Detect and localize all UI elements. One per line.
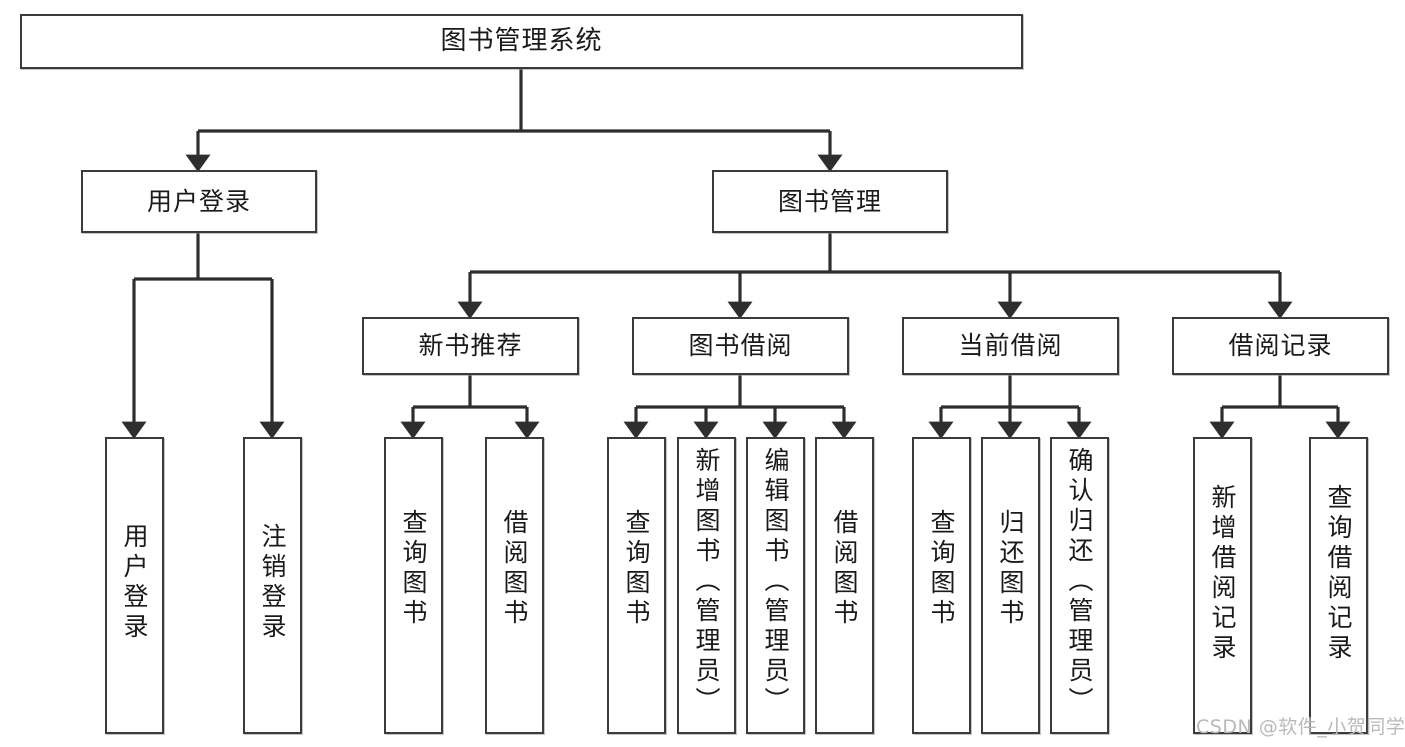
node-label: 查询图书 xyxy=(399,509,428,629)
node-leaf-query-book-2[interactable]: 查询图书 xyxy=(607,437,666,734)
node-label: 借阅图书 xyxy=(500,509,529,629)
node-leaf-query-book-3[interactable]: 查询图书 xyxy=(912,437,971,734)
node-current-borrow[interactable]: 当前借阅 xyxy=(902,317,1119,375)
node-leaf-logout[interactable]: 注销登录 xyxy=(243,437,302,734)
node-leaf-edit-book[interactable]: 编辑图书（管理员） xyxy=(746,437,805,734)
node-label: 借阅图书 xyxy=(830,509,859,629)
node-leaf-query-book-1[interactable]: 查询图书 xyxy=(384,437,443,734)
node-label: 归还图书 xyxy=(996,509,1025,629)
node-label: 用户登录 xyxy=(120,523,149,643)
node-leaf-borrow-book-1[interactable]: 借阅图书 xyxy=(485,437,544,734)
node-label: 查询图书 xyxy=(622,509,651,629)
node-label: 借阅记录 xyxy=(1228,331,1333,361)
node-label: 编辑图书（管理员） xyxy=(761,447,790,717)
node-label: 新增图书（管理员） xyxy=(692,447,721,717)
node-borrow-record[interactable]: 借阅记录 xyxy=(1172,317,1389,375)
node-label: 查询借阅记录 xyxy=(1324,484,1353,664)
node-root[interactable]: 图书管理系统 xyxy=(20,14,1023,69)
node-label: 注销登录 xyxy=(258,523,287,643)
node-leaf-add-record[interactable]: 新增借阅记录 xyxy=(1193,437,1252,734)
node-label: 用户登录 xyxy=(146,186,251,216)
node-leaf-confirm-return[interactable]: 确认归还（管理员） xyxy=(1050,437,1109,734)
node-leaf-return-book[interactable]: 归还图书 xyxy=(981,437,1040,734)
node-label: 图书借阅 xyxy=(688,331,793,361)
node-user-login[interactable]: 用户登录 xyxy=(81,170,317,233)
node-label: 图书管理系统 xyxy=(440,26,603,57)
node-label: 新增借阅记录 xyxy=(1208,484,1237,664)
node-label: 当前借阅 xyxy=(958,331,1063,361)
node-book-borrow[interactable]: 图书借阅 xyxy=(632,317,849,375)
node-leaf-user-login[interactable]: 用户登录 xyxy=(105,437,164,734)
csdn-watermark: CSDN @软件_小贺同学 xyxy=(1196,716,1405,738)
node-label: 查询图书 xyxy=(927,509,956,629)
node-label: 新书推荐 xyxy=(418,331,523,361)
node-leaf-add-book[interactable]: 新增图书（管理员） xyxy=(677,437,736,734)
node-label: 确认归还（管理员） xyxy=(1065,447,1094,717)
node-label: 图书管理 xyxy=(777,186,882,216)
node-leaf-borrow-book-2[interactable]: 借阅图书 xyxy=(815,437,874,734)
node-leaf-query-record[interactable]: 查询借阅记录 xyxy=(1309,437,1368,734)
node-new-book-rec[interactable]: 新书推荐 xyxy=(362,317,579,375)
node-book-manage[interactable]: 图书管理 xyxy=(712,170,948,233)
